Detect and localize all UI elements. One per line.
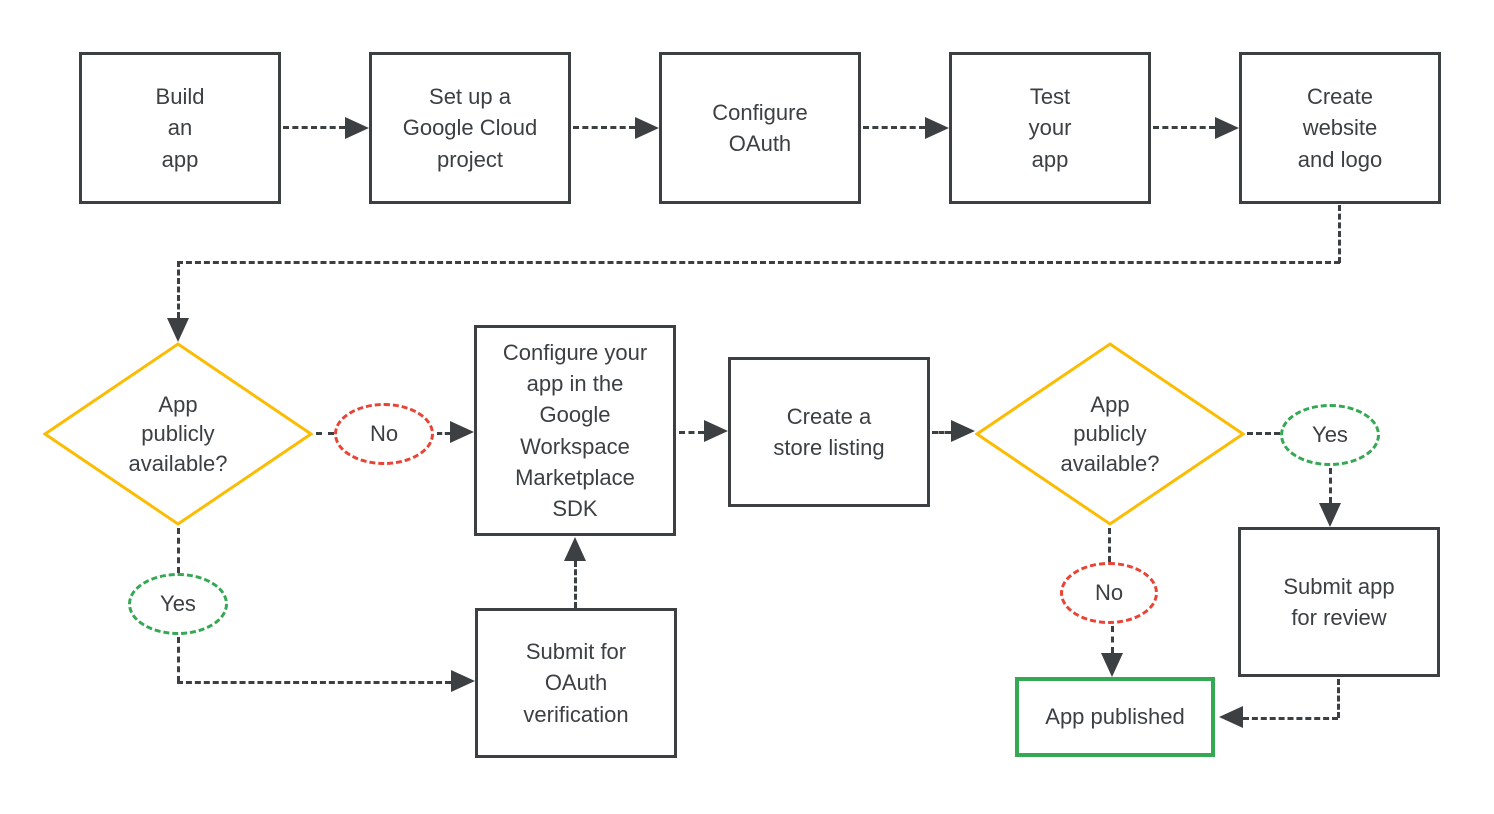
connector-line bbox=[932, 431, 951, 434]
connector-arrowhead bbox=[704, 420, 728, 442]
step-submit-oauth-verification: Submit for OAuth verification bbox=[475, 608, 677, 758]
step-set-up-google-cloud-project: Set up a Google Cloud project bbox=[369, 52, 571, 204]
connector-arrowhead bbox=[1219, 706, 1243, 728]
connector-arrowhead bbox=[450, 421, 474, 443]
decision-label: App publicly available? bbox=[128, 392, 228, 476]
decision-app-publicly-available-1: App publicly available? bbox=[43, 342, 313, 526]
connector-line bbox=[177, 261, 1340, 264]
step-test-your-app: Test your app bbox=[949, 52, 1151, 204]
step-configure-oauth: Configure OAuth bbox=[659, 52, 861, 204]
connector-arrowhead bbox=[167, 318, 189, 342]
connector-line bbox=[1247, 432, 1280, 435]
branch-label-yes-1: Yes bbox=[128, 573, 228, 635]
connector-line bbox=[1111, 626, 1114, 653]
connector-line bbox=[437, 432, 450, 435]
connector-line bbox=[1153, 126, 1215, 129]
decision-label: App publicly available? bbox=[1060, 392, 1160, 476]
connector-line bbox=[863, 126, 925, 129]
decision-diamond-outline bbox=[43, 342, 313, 526]
connector-line bbox=[1108, 528, 1111, 562]
connector-line bbox=[177, 261, 180, 318]
connector-arrowhead bbox=[1319, 503, 1341, 527]
connector-line bbox=[177, 528, 180, 573]
connector-line bbox=[574, 561, 577, 608]
connector-line bbox=[177, 681, 451, 684]
connector-line bbox=[1243, 717, 1338, 720]
connector-arrowhead bbox=[1101, 653, 1123, 677]
step-configure-marketplace-sdk: Configure your app in the Google Workspa… bbox=[474, 325, 676, 536]
connector-arrowhead bbox=[564, 537, 586, 561]
connector-arrowhead bbox=[925, 117, 949, 139]
connector-arrowhead bbox=[451, 670, 475, 692]
connector-line bbox=[679, 431, 704, 434]
decision-app-publicly-available-2: App publicly available? bbox=[975, 342, 1245, 526]
connector-arrowhead bbox=[635, 117, 659, 139]
connector-line bbox=[1329, 468, 1332, 503]
branch-label-no-1: No bbox=[334, 403, 434, 465]
connector-line bbox=[1338, 205, 1341, 263]
decision-diamond-outline bbox=[975, 342, 1245, 526]
branch-label-no-2: No bbox=[1060, 562, 1158, 624]
connector-line bbox=[316, 432, 334, 435]
connector-arrowhead bbox=[345, 117, 369, 139]
connector-line bbox=[177, 637, 180, 682]
step-submit-app-for-review: Submit app for review bbox=[1238, 527, 1440, 677]
step-create-website-and-logo: Create website and logo bbox=[1239, 52, 1441, 204]
step-app-published: App published bbox=[1015, 677, 1215, 757]
branch-label-yes-2: Yes bbox=[1280, 404, 1380, 466]
step-build-an-app: Build an app bbox=[79, 52, 281, 204]
step-create-store-listing: Create a store listing bbox=[728, 357, 930, 507]
connector-line bbox=[1337, 679, 1340, 718]
connector-arrowhead bbox=[951, 420, 975, 442]
connector-line bbox=[573, 126, 635, 129]
connector-line bbox=[283, 126, 345, 129]
connector-arrowhead bbox=[1215, 117, 1239, 139]
